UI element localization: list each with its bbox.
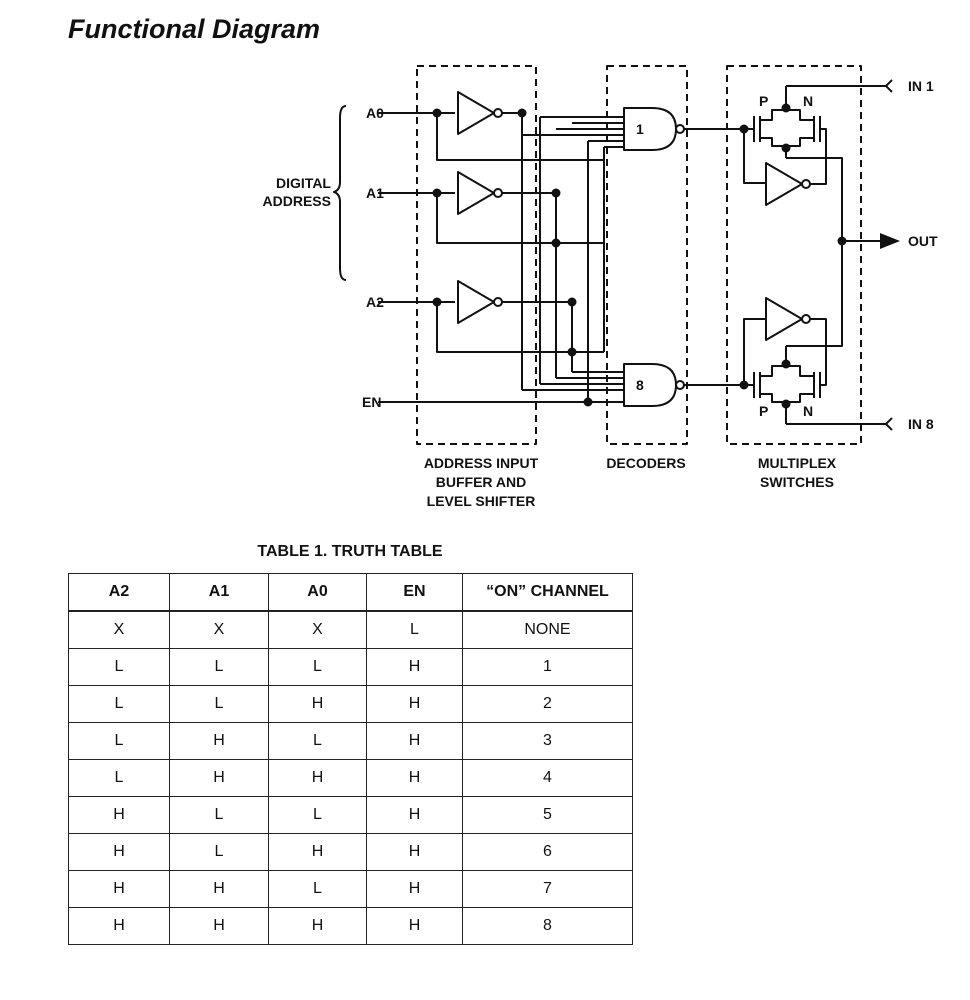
cell-a1: H xyxy=(169,870,269,908)
cell-on-channel: 6 xyxy=(462,833,633,871)
functional-diagram: A0 A1 A2 EN DIGITAL ADDRESS 1 8 P N P N … xyxy=(263,65,938,509)
table-row: L H L H 3 xyxy=(68,722,633,760)
header-on-channel: “ON” CHANNEL xyxy=(462,573,633,612)
cell-a2: L xyxy=(68,685,170,723)
cell-a0: L xyxy=(268,722,367,760)
cell-a2: L xyxy=(68,648,170,686)
output-label-in8: IN 8 xyxy=(908,416,934,432)
output-label-in1: IN 1 xyxy=(908,78,934,94)
address-buffer-label-line3: LEVEL SHIFTER xyxy=(427,493,536,509)
input-label-a2: A2 xyxy=(366,294,384,310)
cell-a1: H xyxy=(169,722,269,760)
switch-1 xyxy=(743,79,893,241)
cell-en: L xyxy=(366,610,463,649)
decoder-1-label: 1 xyxy=(636,121,644,137)
cell-en: H xyxy=(366,759,463,797)
cell-on-channel: NONE xyxy=(462,610,633,649)
header-en: EN xyxy=(366,573,463,612)
cell-a1: X xyxy=(169,610,269,649)
address-buffer-label-line1: ADDRESS INPUT xyxy=(424,455,539,471)
switch-1-p-label: P xyxy=(759,93,768,109)
decoder-8-label: 8 xyxy=(636,377,644,393)
page-title: Functional Diagram xyxy=(68,14,321,44)
table-header-row: A2 A1 A0 EN “ON” CHANNEL xyxy=(68,573,633,612)
table-row: L L L H 1 xyxy=(68,648,633,686)
cell-a2: H xyxy=(68,796,170,834)
address-buffer-box xyxy=(416,65,537,445)
cell-on-channel: 1 xyxy=(462,648,633,686)
table-row: H H L H 7 xyxy=(68,870,633,908)
cell-on-channel: 7 xyxy=(462,870,633,908)
cell-a1: H xyxy=(169,907,269,945)
digital-address-label-line1: DIGITAL xyxy=(276,175,331,191)
table-caption: TABLE 1. TRUTH TABLE xyxy=(257,543,443,560)
table-row: X X X L NONE xyxy=(68,610,633,649)
input-label-en: EN xyxy=(362,394,381,410)
cell-a0: H xyxy=(268,685,367,723)
cell-a2: H xyxy=(68,833,170,871)
multiplex-label-line1: MULTIPLEX xyxy=(758,455,837,471)
cell-on-channel: 4 xyxy=(462,759,633,797)
decoder-8-gate xyxy=(623,363,677,407)
cell-a2: L xyxy=(68,759,170,797)
cell-a1: L xyxy=(169,833,269,871)
cell-en: H xyxy=(366,833,463,871)
cell-on-channel: 2 xyxy=(462,685,633,723)
cell-on-channel: 8 xyxy=(462,907,633,945)
cell-a0: H xyxy=(268,907,367,945)
cell-a2: H xyxy=(68,870,170,908)
cell-a1: H xyxy=(169,759,269,797)
switch-8-p-label: P xyxy=(759,403,768,419)
digital-address-label-line2: ADDRESS xyxy=(263,193,331,209)
cell-a1: L xyxy=(169,796,269,834)
cell-en: H xyxy=(366,685,463,723)
cell-a0: H xyxy=(268,759,367,797)
header-a2: A2 xyxy=(68,573,170,612)
decoders-label: DECODERS xyxy=(606,455,685,471)
cell-a0: L xyxy=(268,796,367,834)
buffer-a0 xyxy=(457,91,495,135)
cell-on-channel: 5 xyxy=(462,796,633,834)
buffer-a1 xyxy=(457,171,495,215)
cell-en: H xyxy=(366,648,463,686)
address-buffer-label-line2: BUFFER AND xyxy=(436,474,526,490)
digital-address-brace xyxy=(333,105,347,281)
cell-en: H xyxy=(366,796,463,834)
buffer-a2 xyxy=(457,280,495,324)
cell-en: H xyxy=(366,907,463,945)
table-row: H L H H 6 xyxy=(68,833,633,871)
cell-a2: L xyxy=(68,722,170,760)
cell-en: H xyxy=(366,870,463,908)
multiplex-label-line2: SWITCHES xyxy=(760,474,834,490)
table-row: L H H H 4 xyxy=(68,759,633,797)
header-a1: A1 xyxy=(169,573,269,612)
cell-a2: X xyxy=(68,610,170,649)
junction-dots xyxy=(432,103,847,409)
cell-a1: L xyxy=(169,648,269,686)
cell-a0: L xyxy=(268,870,367,908)
table-row: H L L H 5 xyxy=(68,796,633,834)
header-a0: A0 xyxy=(268,573,367,612)
cell-a1: L xyxy=(169,685,269,723)
multiplex-switches-box xyxy=(726,65,862,445)
cell-on-channel: 3 xyxy=(462,722,633,760)
switch-8-n-label: N xyxy=(803,403,813,419)
input-label-a0: A0 xyxy=(366,105,384,121)
output-label-out: OUT xyxy=(908,233,938,249)
input-label-a1: A1 xyxy=(366,185,384,201)
cell-a0: H xyxy=(268,833,367,871)
decoder-1-gate xyxy=(623,107,677,151)
decoders-box xyxy=(606,65,688,445)
cell-a0: X xyxy=(268,610,367,649)
cell-en: H xyxy=(366,722,463,760)
table-row: L L H H 2 xyxy=(68,685,633,723)
switch-8 xyxy=(743,241,893,431)
cell-a2: H xyxy=(68,907,170,945)
cell-a0: L xyxy=(268,648,367,686)
switch-1-n-label: N xyxy=(803,93,813,109)
truth-table: A2 A1 A0 EN “ON” CHANNEL X X X L NONE L … xyxy=(68,573,633,945)
table-row: H H H H 8 xyxy=(68,907,633,945)
